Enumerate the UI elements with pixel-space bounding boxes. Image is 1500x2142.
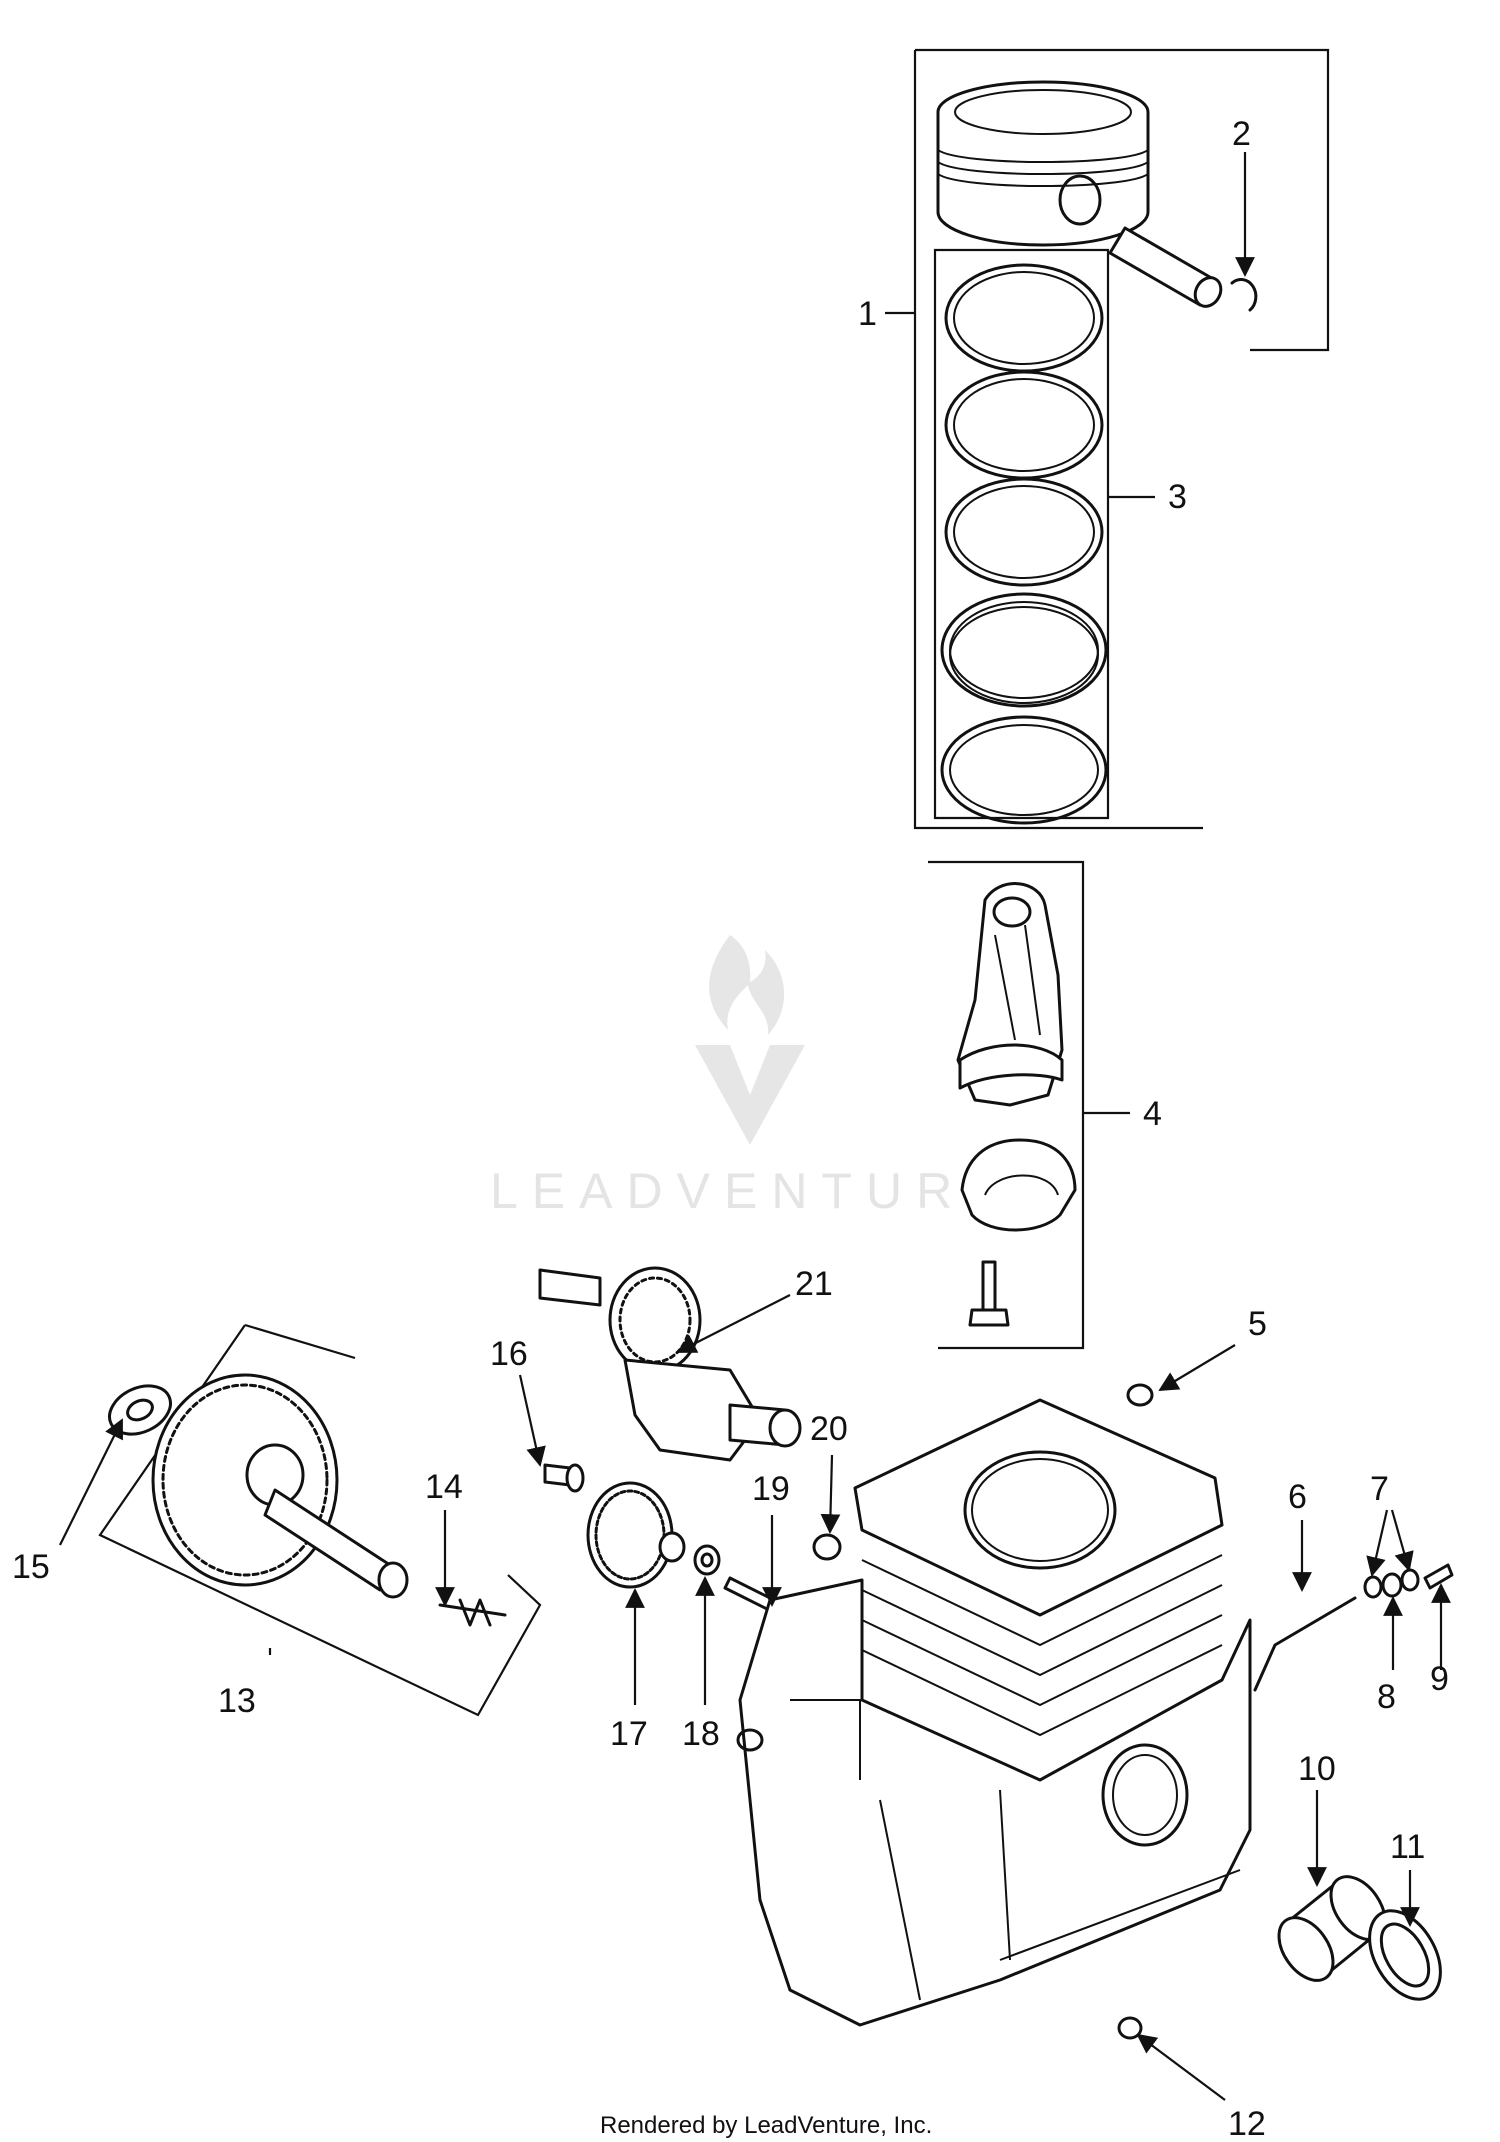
callout-leaders [59, 152, 1451, 2101]
rod-bolt [968, 1260, 1010, 1327]
rod-cap [960, 1138, 1077, 1232]
callout-17: 17 [610, 1715, 648, 1753]
watermark: LEADVENTURE [490, 935, 1014, 1219]
callout-16: 16 [490, 1335, 528, 1373]
governor-gear [586, 1481, 686, 1589]
callout-numbers: 1 2 3 4 5 6 7 8 9 10 11 12 13 14 15 16 1… [12, 115, 1449, 2142]
plug-12 [1117, 2016, 1143, 2040]
callout-6: 6 [1288, 1478, 1307, 1516]
callout-9: 9 [1430, 1660, 1449, 1698]
watermark-text: LEADVENTURE [490, 1163, 1014, 1219]
footer-credit: Rendered by LeadVenture, Inc. [600, 2112, 932, 2139]
camshaft-group [98, 1323, 542, 1717]
callout-19: 19 [752, 1470, 790, 1508]
sleeve-10 [1277, 1875, 1387, 1982]
callout-8: 8 [1377, 1678, 1396, 1716]
callout-10: 10 [1298, 1750, 1336, 1788]
washer-7a [1363, 1575, 1383, 1599]
washer-15 [108, 1384, 172, 1436]
callout-21: 21 [795, 1265, 833, 1303]
circlip [1230, 278, 1258, 312]
connecting-rod [956, 882, 1064, 1107]
piston-kit-group [885, 48, 1330, 830]
callout-15: 15 [12, 1548, 50, 1586]
callout-5: 5 [1248, 1305, 1267, 1343]
callout-4: 4 [1143, 1095, 1162, 1133]
key-9 [1423, 1563, 1454, 1590]
washer-18 [693, 1544, 721, 1576]
callout-18: 18 [682, 1715, 720, 1753]
cam-gear [151, 1373, 339, 1587]
piston [936, 80, 1150, 247]
callout-12: 12 [1228, 2105, 1266, 2142]
callout-3: 3 [1168, 478, 1187, 516]
breather-tube [1253, 1596, 1357, 1692]
callout-1: 1 [858, 295, 877, 333]
plug-5 [1126, 1383, 1154, 1407]
nut-8 [1381, 1572, 1403, 1598]
callout-20: 20 [810, 1410, 848, 1448]
bushing-20 [812, 1533, 842, 1561]
piston-pin [1108, 226, 1223, 308]
callout-13: 13 [218, 1682, 256, 1720]
washer-7b [1400, 1568, 1420, 1592]
crankcase-block [736, 1398, 1252, 2027]
leadventure-logo-icon [695, 935, 805, 1145]
callout-11: 11 [1390, 1828, 1425, 1866]
pin-16 [543, 1463, 585, 1493]
piston-rings [940, 263, 1108, 825]
callout-2: 2 [1232, 115, 1251, 153]
seal-11 [1368, 1909, 1442, 2001]
spring [438, 1598, 507, 1627]
callout-7: 7 [1370, 1470, 1389, 1508]
crankshaft [538, 1266, 802, 1462]
connecting-rod-group [928, 860, 1130, 1350]
callout-14: 14 [425, 1468, 463, 1506]
